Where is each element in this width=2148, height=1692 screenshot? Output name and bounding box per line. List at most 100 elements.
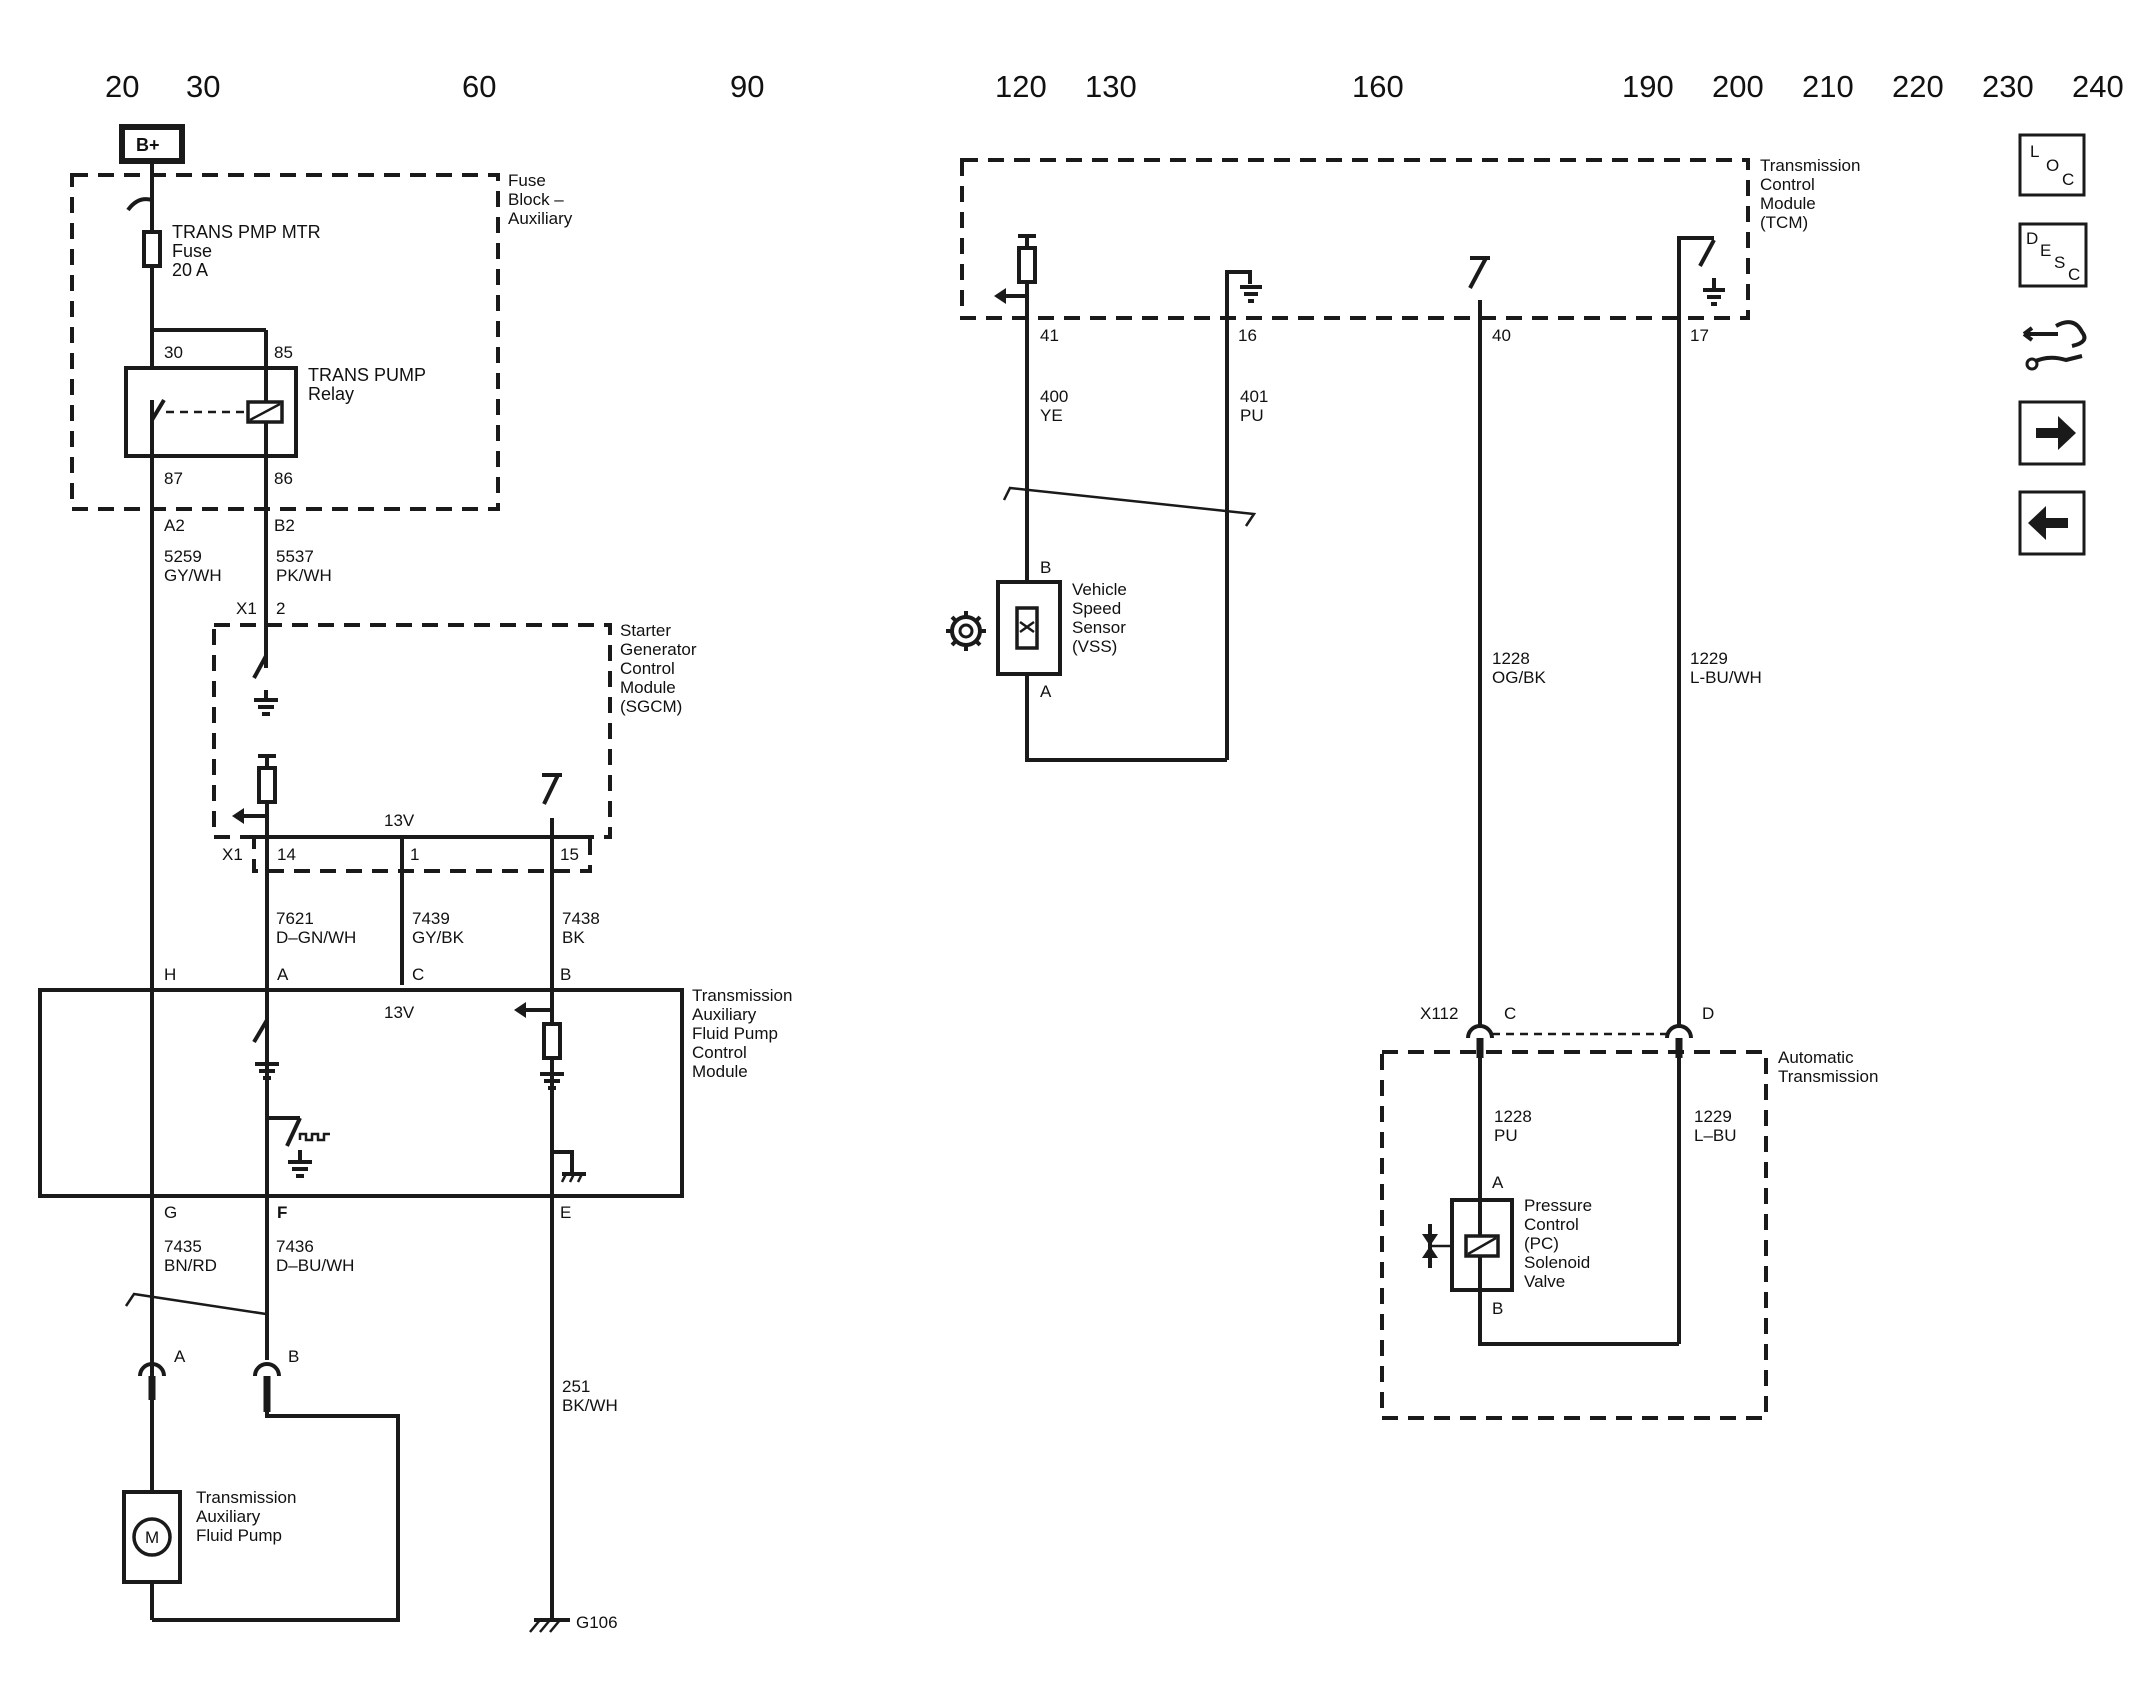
grid-220: 220 (1892, 69, 1944, 104)
svg-text:Starter: Starter (620, 621, 671, 640)
wire-7435-label: 7435 BN/RD (164, 1237, 217, 1275)
fuse-block-title: Fuse Block – Auxiliary (508, 171, 573, 228)
svg-text:Auxiliary: Auxiliary (692, 1005, 757, 1024)
sgcm-connector-box (252, 835, 592, 873)
svg-text:20 A: 20 A (172, 260, 208, 280)
wire-400-label: 400 YE (1040, 387, 1068, 425)
svg-text:(TCM): (TCM) (1760, 213, 1808, 232)
svg-text:GY/BK: GY/BK (412, 928, 465, 947)
svg-text:7439: 7439 (412, 909, 450, 928)
wire-5537-label: 5537 PK/WH (276, 547, 332, 585)
wire-1229-top-label: 1229 L-BU/WH (1690, 649, 1762, 687)
battery-terminal: B+ (119, 124, 185, 164)
wire-401-label: 401 PU (1240, 387, 1268, 425)
arrow-right-icon[interactable] (2018, 400, 2086, 466)
svg-text:Control: Control (692, 1043, 747, 1062)
svg-text:Generator: Generator (620, 640, 697, 659)
svg-text:(PC): (PC) (1524, 1234, 1559, 1253)
tafp-ground-icon (255, 1062, 279, 1080)
desc-icon[interactable]: D E S C (2018, 222, 2088, 288)
svg-text:C: C (2068, 265, 2080, 284)
tafp-pin-f: F (277, 1203, 287, 1222)
arrow-left-icon[interactable] (2018, 490, 2086, 556)
svg-text:Fuse: Fuse (172, 241, 212, 261)
svg-text:Module: Module (692, 1062, 748, 1081)
wire-1229 (1677, 236, 1714, 848)
wire-7621-label: 7621 D–GN/WH (276, 909, 356, 947)
sgcm-ground-icon (254, 698, 278, 716)
svg-text:7621: 7621 (276, 909, 314, 928)
chassis-ground-icon (560, 1172, 586, 1183)
loc-icon[interactable]: L O C (2018, 133, 2086, 197)
svg-text:Transmission: Transmission (1760, 156, 1860, 175)
x112-conn: X112 (1420, 1004, 1458, 1023)
motor-icon (132, 1517, 172, 1557)
svg-text:251: 251 (562, 1377, 590, 1396)
svg-text:Pressure: Pressure (1524, 1196, 1592, 1215)
wire-251-label: 251 BK/WH (562, 1377, 618, 1415)
vss-pin-b: B (1040, 558, 1051, 577)
tafp-pin-e: E (560, 1203, 571, 1222)
tafp-ground-f-icon (288, 1160, 312, 1178)
valve-icon (1422, 1224, 1452, 1268)
tcm-pin-16: 16 (1238, 326, 1257, 345)
grid-30: 30 (186, 69, 220, 104)
tcm-pin-40: 40 (1492, 326, 1511, 345)
grid-60: 60 (462, 69, 496, 104)
svg-text:Control: Control (620, 659, 675, 678)
gear-icon (946, 611, 986, 651)
grid-200: 200 (1712, 69, 1764, 104)
svg-text:PU: PU (1494, 1126, 1518, 1145)
svg-text:1228: 1228 (1494, 1107, 1532, 1126)
wire-pump-return (152, 1412, 400, 1622)
svg-text:Fluid Pump: Fluid Pump (196, 1526, 282, 1545)
grid-190: 190 (1622, 69, 1674, 104)
pump-connector-a: A (138, 1347, 186, 1400)
svg-text:O: O (2046, 156, 2059, 175)
relay-label: TRANS PUMP Relay (308, 365, 426, 404)
svg-text:Speed: Speed (1072, 599, 1121, 618)
connector-wrench-icon[interactable] (2022, 320, 2087, 371)
tcm-ground-17-icon (1703, 288, 1725, 306)
pwm-signal-icon (298, 1132, 330, 1142)
wire-7436-label: 7436 D–BU/WH (276, 1237, 354, 1275)
tafp-13v: 13V (384, 1003, 415, 1022)
svg-text:PU: PU (1240, 406, 1264, 425)
svg-text:Sensor: Sensor (1072, 618, 1126, 637)
svg-text:B+: B+ (136, 135, 160, 155)
svg-text:D: D (2026, 229, 2038, 248)
sgcm-pullup-resistor-icon (257, 766, 277, 804)
auto-trans-box (1380, 1050, 1768, 1420)
wire-1228-bot-label: 1228 PU (1494, 1107, 1532, 1145)
grid-header: 20 30 60 90 120 130 160 190 200 210 220 … (105, 69, 2124, 104)
svg-text:E: E (2040, 241, 2051, 260)
ground-g106-label: G106 (576, 1613, 618, 1632)
relay-pin-85: 85 (274, 343, 293, 362)
fuse-clip-icon (126, 197, 153, 212)
svg-text:Automatic: Automatic (1778, 1048, 1854, 1067)
relay-switch-icon (150, 398, 166, 422)
relay-pin-86: 86 (274, 469, 293, 488)
pump-connector-b: B (253, 1347, 299, 1412)
grid-240: 240 (2072, 69, 2124, 104)
tafp-pin-g: G (164, 1203, 177, 1222)
tcm-pin-17: 17 (1690, 326, 1709, 345)
sgcm-title: Starter Generator Control Module (SGCM) (620, 621, 697, 716)
tafp-pin-c: C (412, 965, 424, 984)
svg-text:C: C (2062, 170, 2074, 189)
svg-text:BN/RD: BN/RD (164, 1256, 217, 1275)
tcm-pin40-switch-icon (1468, 257, 1488, 289)
fuse-label: TRANS PMP MTR Fuse 20 A (172, 222, 321, 280)
tafp-pin-b: B (560, 965, 571, 984)
svg-text:GY/WH: GY/WH (164, 566, 222, 585)
svg-text:Vehicle: Vehicle (1072, 580, 1127, 599)
pc-return-wire (1478, 1290, 1679, 1346)
tafp-ground-b-icon (540, 1072, 564, 1090)
svg-text:Auxiliary: Auxiliary (508, 209, 573, 228)
svg-text:PK/WH: PK/WH (276, 566, 332, 585)
svg-text:D–BU/WH: D–BU/WH (276, 1256, 354, 1275)
tcm-pin-41: 41 (1040, 326, 1059, 345)
svg-text:M: M (145, 1528, 159, 1547)
grid-160: 160 (1352, 69, 1404, 104)
svg-text:TRANS PMP MTR: TRANS PMP MTR (172, 222, 321, 242)
